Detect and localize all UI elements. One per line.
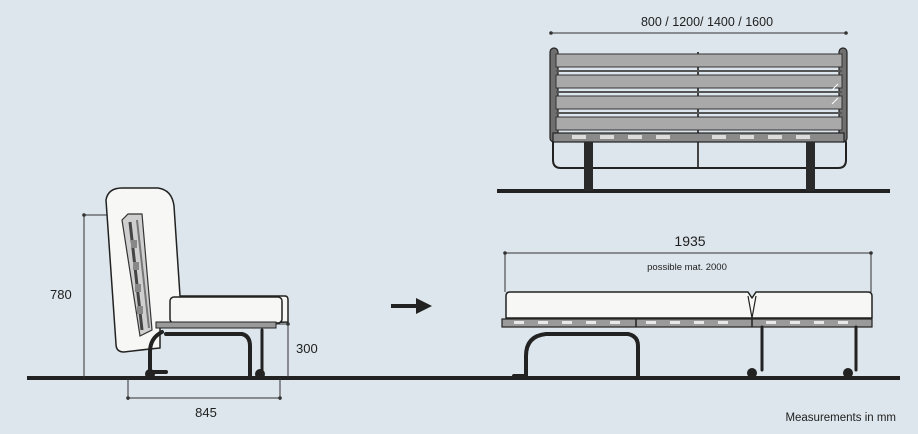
side-view-bed: 1935 possible mat. 2000 — [501, 233, 873, 378]
front-slats — [555, 53, 843, 131]
front-view-bed: 800 / 1200/ 1400 / 1600 — [549, 15, 848, 191]
front-width-label: 800 / 1200/ 1400 / 1600 — [641, 15, 773, 29]
chair-height-label: 780 — [50, 287, 72, 302]
seat-height-label: 300 — [296, 341, 318, 356]
folded-slats — [121, 213, 153, 337]
side-view-chair: 780 300 845 — [50, 187, 318, 420]
chair-depth-label: 845 — [195, 405, 217, 420]
units-note: Measurements in mm — [785, 412, 896, 424]
bed-length-label: 1935 — [674, 233, 705, 249]
transform-arrow — [391, 298, 432, 314]
mattress-note-label: possible mat. 2000 — [647, 262, 727, 273]
